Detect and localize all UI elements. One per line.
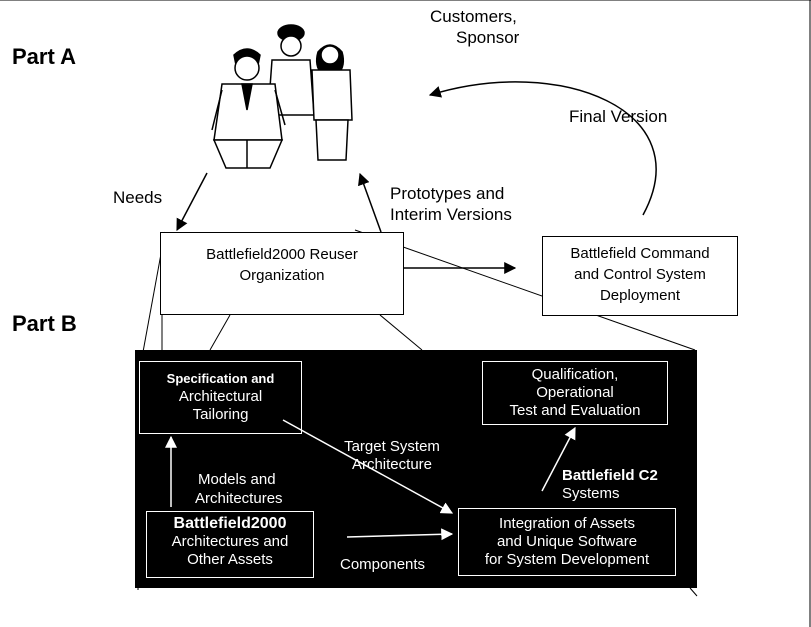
qual-line-3: Test and Evaluation: [509, 402, 641, 419]
part-b-label: Part B: [12, 311, 77, 336]
assets-line-3: Other Assets: [187, 551, 273, 568]
target-architecture-label: Target System Architecture: [322, 438, 462, 474]
assets-line-2: Architectures and: [171, 533, 289, 550]
models-line-1: Models and: [198, 471, 276, 488]
components-label: Components: [340, 556, 426, 573]
c2-line-1: Battlefield C2: [562, 467, 658, 484]
spec-line-1: Specification and: [166, 371, 275, 386]
specification-box: Specification and Architectural Tailorin…: [139, 361, 302, 434]
prototypes-label: Prototypes and Interim Versions: [390, 183, 512, 225]
customers-line-1: Customers,: [430, 7, 517, 26]
assets-box: Battlefield2000 Architectures and Other …: [146, 511, 314, 578]
deployment-box: Battlefield Command and Control System D…: [542, 236, 738, 316]
part-b-panel: [135, 350, 697, 588]
people-icon: [211, 24, 353, 169]
integration-box: Integration of Assets and Unique Softwar…: [458, 508, 676, 576]
models-line-2: Architectures: [195, 490, 283, 507]
part-a-label: Part A: [12, 44, 76, 69]
spec-line-2: Architectural: [178, 388, 263, 405]
perspective-line-mid: [209, 314, 231, 351]
target-line-2: Architecture: [351, 456, 433, 473]
prototypes-line-1: Prototypes and: [390, 184, 505, 203]
prototypes-arrow: [358, 172, 382, 233]
reuser-organization-box: Battlefield2000 Reuser Organization: [160, 232, 404, 315]
models-label: Models and Architectures: [195, 470, 283, 508]
final-version-label: Final Version: [569, 107, 668, 126]
reuser-line-1: Battlefield2000 Reuser: [206, 246, 358, 263]
deployment-line-2: and Control System: [574, 266, 706, 283]
perspective-line-right: [354, 229, 696, 351]
integration-line-2: and Unique Software: [496, 533, 638, 550]
perspective-line-center: [379, 314, 423, 351]
c2-line-2: Systems: [562, 485, 620, 502]
target-line-1: Target System: [344, 438, 440, 455]
prototypes-line-2: Interim Versions: [390, 205, 512, 224]
assets-line-1: Battlefield2000: [173, 515, 287, 532]
qualification-box: Qualification, Operational Test and Eval…: [482, 361, 668, 425]
needs-label: Needs: [113, 188, 163, 207]
customers-label: Customers, Sponsor: [430, 6, 519, 48]
panel-tick: [689, 587, 698, 597]
spec-line-3: Tailoring: [192, 406, 249, 423]
target-architecture-arrow: [282, 419, 454, 514]
customers-line-2: Sponsor: [456, 28, 520, 47]
deployment-line-1: Battlefield Command: [570, 245, 710, 262]
deployment-line-3: Deployment: [599, 287, 681, 304]
reuser-line-2: Organization: [239, 267, 325, 284]
c2-systems-arrow: [541, 426, 576, 492]
c2-systems-label: Battlefield C2 Systems: [562, 467, 658, 503]
integration-line-1: Integration of Assets: [499, 515, 635, 532]
qual-line-2: Operational: [536, 384, 614, 401]
final-version-arrow: [428, 81, 657, 216]
qual-line-1: Qualification,: [531, 366, 619, 383]
needs-arrow: [176, 172, 208, 232]
integration-line-3: for System Development: [484, 551, 650, 568]
components-arrow: [346, 528, 454, 541]
